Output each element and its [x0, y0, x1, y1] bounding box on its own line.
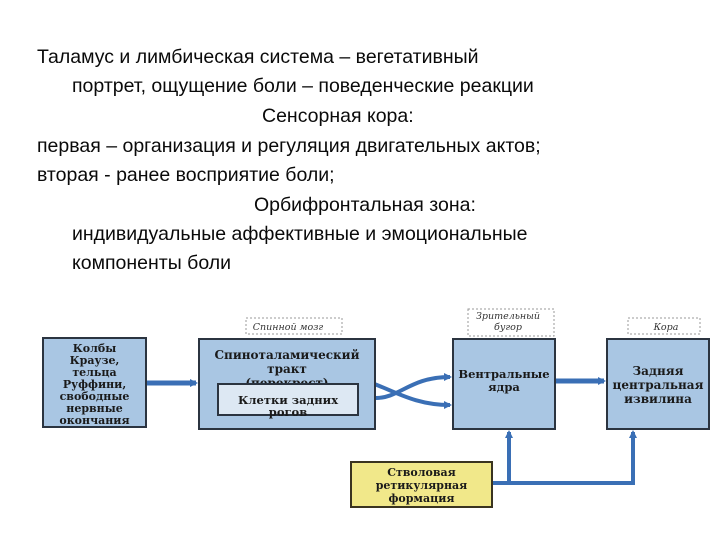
- reticular-line: формация: [388, 492, 455, 505]
- receptors-line: Колбы: [72, 342, 117, 355]
- text-heading-orbitofrontal: Орбифронтальная зона:: [254, 194, 476, 216]
- receptors-label: Колбы Краузе, тельца Руффини, свободные …: [44, 343, 145, 427]
- box-receptors: Колбы Краузе, тельца Руффини, свободные …: [42, 337, 147, 428]
- ventral-line: Вентральные: [458, 367, 550, 381]
- ventral-line: ядра: [488, 380, 520, 394]
- gyrus-label: Задняя центральная извилина: [608, 364, 708, 406]
- receptors-line: тельца: [72, 366, 117, 379]
- text-line-2: портрет, ощущение боли – поведенческие р…: [72, 75, 534, 97]
- receptors-line: Руффини,: [62, 378, 127, 391]
- text-line-5: вторая - ранее восприятие боли;: [37, 164, 335, 186]
- ventral-label: Вентральные ядра: [454, 368, 554, 394]
- gyrus-line: Задняя: [632, 364, 684, 378]
- text-line-4: первая – организация и регуляция двигате…: [37, 135, 541, 157]
- box-reticular-formation: Стволовая ретикулярная формация: [350, 461, 493, 508]
- reticular-line: Стволовая: [387, 466, 456, 479]
- caption-cortex: Кора: [653, 322, 679, 333]
- box-ventral-nuclei: Вентральные ядра: [452, 338, 556, 430]
- caption-thalamus-1: Зрительный: [475, 311, 541, 322]
- text-heading-sensory-cortex: Сенсорная кора:: [262, 105, 414, 127]
- receptors-line: окончания: [59, 414, 130, 427]
- caption-spinal-cord: Спинной мозг: [252, 322, 324, 333]
- receptors-line: Краузе,: [69, 354, 120, 367]
- box-spinothalamic-tract: Спиноталамический тракт (перекрест) Клет…: [198, 338, 376, 430]
- box-postcentral-gyrus: Задняя центральная извилина: [606, 338, 710, 430]
- caption-frame-spinal: [245, 317, 343, 335]
- tract-line: Спиноталамический тракт: [214, 348, 360, 376]
- arrow-reticular-to-ventral: [492, 430, 513, 485]
- gyrus-line: извилина: [624, 392, 692, 406]
- caption-frame-cortex: [627, 317, 701, 335]
- box-dorsal-horn-cells: Клетки задних рогов: [217, 383, 359, 419]
- reticular-line: ретикулярная: [375, 479, 468, 492]
- text-line-1: Таламус и лимбическая система – вегетати…: [37, 46, 479, 68]
- dorsal-horn-label: Клетки задних рогов: [237, 393, 339, 419]
- text-line-8: компоненты боли: [72, 252, 232, 274]
- receptors-line: свободные: [59, 390, 130, 403]
- reticular-label: Стволовая ретикулярная формация: [352, 466, 491, 505]
- text-line-7: индивидуальные аффективные и эмоциональн…: [72, 223, 528, 245]
- caption-thalamus-2: бугор: [494, 322, 522, 333]
- caption-frame-thalamus: [467, 308, 555, 337]
- arrow-cross-upper: [375, 373, 452, 400]
- gyrus-line: центральная: [612, 378, 704, 392]
- arrow-reticular-to-gyrus: [509, 430, 637, 485]
- receptors-line: нервные: [66, 402, 123, 415]
